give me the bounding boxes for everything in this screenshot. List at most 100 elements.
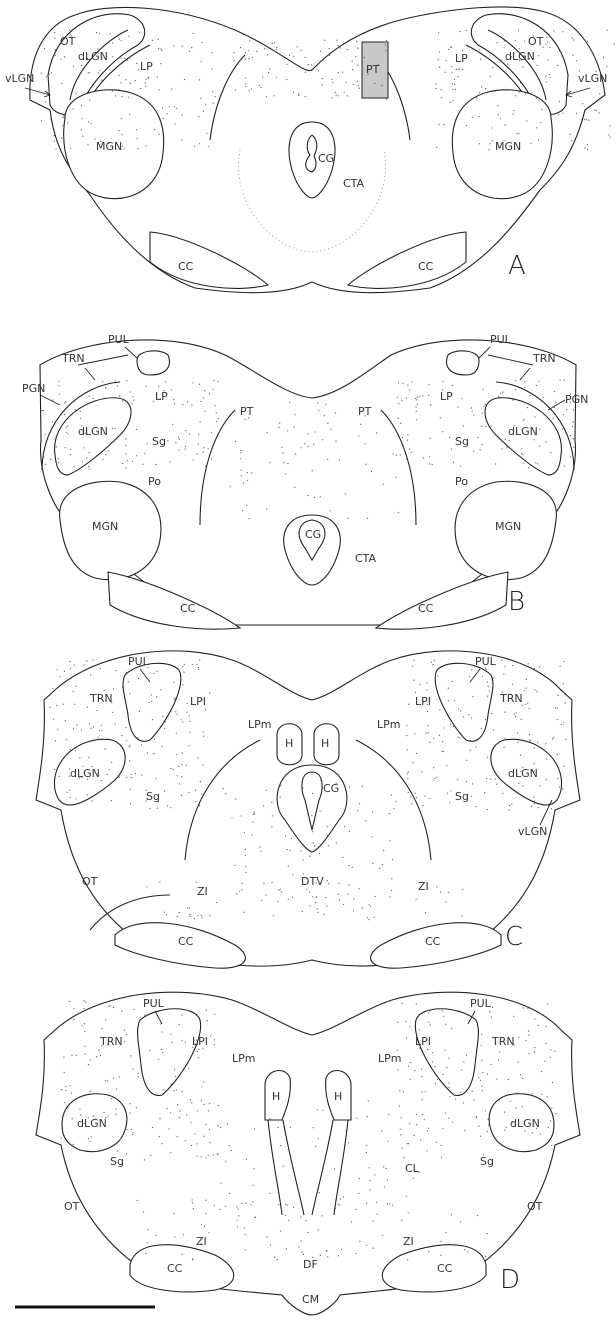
stipple-dot — [365, 820, 366, 821]
stipple-dot — [546, 441, 547, 442]
stipple-dot — [89, 452, 90, 453]
stipple-dot — [341, 1249, 342, 1250]
stipple-dot — [52, 688, 53, 689]
stipple-dot — [599, 112, 600, 113]
stipple-dot — [416, 1124, 417, 1125]
stipple-dot — [406, 735, 407, 736]
stipple-dot — [329, 48, 330, 49]
stipple-dot — [287, 430, 288, 431]
stipple-dot — [518, 783, 519, 784]
stipple-dot — [280, 1230, 281, 1231]
label-dlgn-left: dLGN — [70, 767, 100, 780]
stipple-dot — [437, 1079, 438, 1080]
label-cg: CG — [323, 782, 339, 795]
stipple-dot — [201, 1156, 202, 1157]
stipple-dot — [173, 399, 174, 400]
stipple-dot — [408, 792, 409, 793]
stipple-dot — [473, 450, 474, 451]
stipple-dot — [181, 1254, 182, 1255]
stipple-dot — [449, 437, 450, 438]
stipple-dot — [174, 682, 175, 683]
stipple-dot — [389, 813, 390, 814]
stipple-dot — [361, 65, 362, 66]
label-lpm-right: LPm — [378, 1052, 401, 1065]
stipple-dot — [84, 1008, 85, 1009]
label-mgn-left: MGN — [96, 140, 122, 153]
stipple-dot — [392, 1205, 393, 1206]
stipple-dot — [146, 79, 147, 80]
stipple-dot — [441, 97, 442, 98]
stipple-dot — [536, 98, 537, 99]
stipple-dot — [182, 721, 183, 722]
stipple-dot — [531, 806, 532, 807]
stipple-dot — [201, 917, 202, 918]
stipple-dot — [358, 436, 359, 437]
stipple-dot — [171, 1084, 172, 1085]
stipple-dot — [534, 668, 535, 669]
stipple-dot — [237, 1220, 238, 1221]
stipple-dot — [245, 59, 246, 60]
stipple-dot — [508, 90, 509, 91]
stipple-dot — [192, 1199, 193, 1200]
stipple-dot — [451, 449, 452, 450]
stipple-dot — [327, 423, 328, 424]
stipple-dot — [463, 716, 464, 717]
stipple-dot — [484, 792, 485, 793]
label-lpi-right: LPI — [415, 1035, 431, 1048]
stipple-dot — [428, 395, 429, 396]
stipple-dot — [183, 1068, 184, 1069]
stipple-dot — [317, 69, 318, 70]
stipple-dot — [135, 773, 136, 774]
stipple-dot — [490, 76, 491, 77]
stipple-dot — [71, 1093, 72, 1094]
stipple-dot — [254, 1168, 255, 1169]
stipple-dot — [537, 807, 538, 808]
stipple-dot — [454, 79, 455, 80]
stipple-dot — [492, 677, 493, 678]
stipple-dot — [471, 796, 472, 797]
stipple-dot — [152, 719, 153, 720]
stipple-dot — [438, 59, 439, 60]
stipple-dot — [499, 397, 500, 398]
stipple-dot — [410, 1079, 411, 1080]
stipple-dot — [608, 134, 609, 135]
stipple-dot — [315, 902, 316, 903]
stipple-dot — [89, 100, 90, 101]
label-dlgn-left: dLGN — [78, 425, 108, 438]
stipple-dot — [481, 1085, 482, 1086]
stipple-dot — [529, 1053, 530, 1054]
label-lp-left: LP — [155, 390, 168, 403]
stipple-dot — [177, 714, 178, 715]
stipple-dot — [493, 677, 494, 678]
stipple-dot — [448, 1118, 449, 1119]
stipple-dot — [209, 393, 210, 394]
stipple-dot — [499, 1051, 500, 1052]
stipple-dot — [429, 463, 430, 464]
stipple-dot — [520, 82, 521, 83]
stipple-dot — [372, 811, 373, 812]
stipple-dot — [492, 140, 493, 141]
stipple-dot — [98, 1050, 99, 1051]
stipple-dot — [413, 680, 414, 681]
stipple-dot — [515, 716, 516, 717]
label-ot-left: OT — [82, 875, 98, 888]
stipple-dot — [126, 672, 127, 673]
stipple-dot — [445, 1113, 446, 1114]
stipple-dot — [164, 912, 165, 913]
stipple-dot — [572, 55, 573, 56]
stipple-dot — [152, 1127, 153, 1128]
stipple-dot — [166, 914, 167, 915]
stipple-dot — [463, 1102, 464, 1103]
stipple-dot — [464, 1130, 465, 1131]
stipple-dot — [512, 684, 513, 685]
stipple-dot — [424, 1119, 425, 1120]
stipple-dot — [482, 676, 483, 677]
stipple-dot — [192, 1202, 193, 1203]
stipple-dot — [82, 136, 83, 137]
stipple-dot — [572, 37, 573, 38]
stipple-dot — [573, 422, 574, 423]
stipple-dot — [137, 138, 138, 139]
stipple-dot — [179, 912, 180, 913]
stipple-dot — [374, 1174, 375, 1175]
stipple-dot — [486, 778, 487, 779]
